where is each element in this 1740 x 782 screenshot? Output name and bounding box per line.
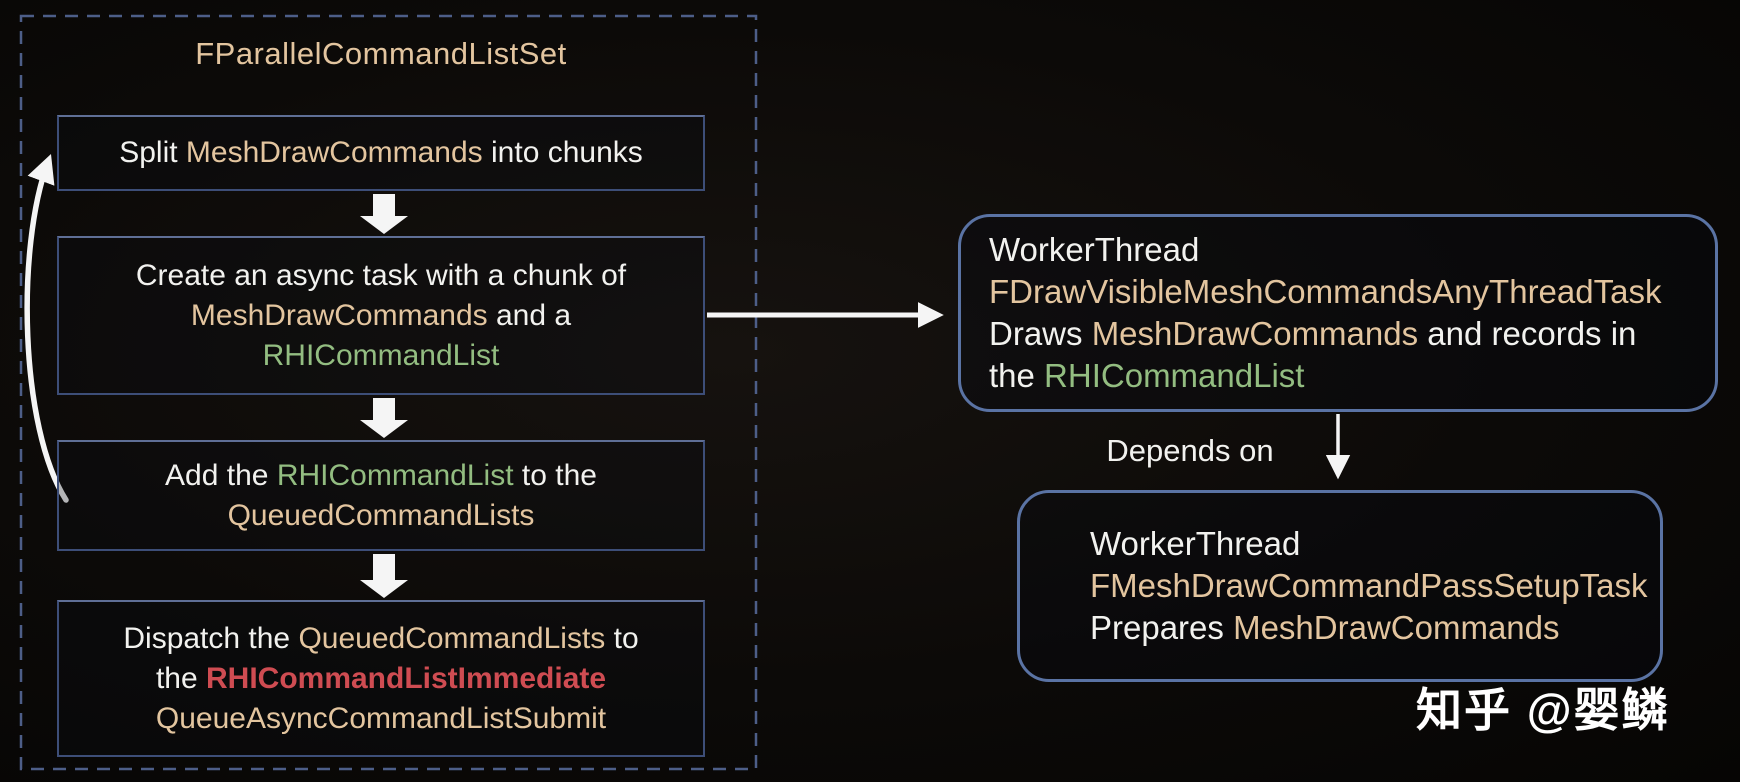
text-line: Add the RHICommandList to the [165, 458, 597, 492]
down-block-arrow-add-to-dispatch [360, 554, 408, 598]
text-line: Dispatch the QueuedCommandLists to [123, 621, 639, 655]
zhihu-watermark: 知乎 @婴鳞 [1416, 684, 1670, 736]
text-line: RHICommandList [262, 338, 500, 372]
text-line: the RHICommandList [989, 357, 1305, 394]
down-block-arrow-split-to-create [360, 194, 408, 234]
depends-on-label: Depends on [1106, 433, 1274, 468]
down-block-arrow-create-to-add [360, 398, 408, 438]
text-line: FMeshDrawCommandPassSetupTask [1090, 567, 1648, 604]
text-line: the RHICommandListImmediate [155, 661, 607, 695]
text-line: QueuedCommandLists [227, 498, 535, 532]
parallel-command-list-set-title: FParallelCommandListSet [195, 36, 567, 71]
text-line: FDrawVisibleMeshCommandsAnyThreadTask [989, 273, 1662, 310]
step-create-async-task-box: Create an async task with a chunk of Mesh… [57, 236, 705, 395]
text-line: Create an async task with a chunk of [135, 258, 627, 292]
step-split-mesh-draw-commands-box: Split MeshDrawCommands into chunks [57, 115, 705, 191]
text-line: WorkerThread [989, 231, 1200, 268]
text-line: Split MeshDrawCommands into chunks [119, 136, 643, 169]
text-line: Draws MeshDrawCommands and records in [989, 315, 1637, 352]
text-line: QueueAsyncCommandListSubmit [155, 701, 607, 735]
step-dispatch-queued-command-lists-box: Dispatch the QueuedCommandLists to the RH… [57, 600, 705, 757]
text-line: WorkerThread [1090, 525, 1301, 562]
text-line: MeshDrawCommands and a [190, 298, 572, 332]
text-line: Prepares MeshDrawCommands [1090, 609, 1560, 646]
